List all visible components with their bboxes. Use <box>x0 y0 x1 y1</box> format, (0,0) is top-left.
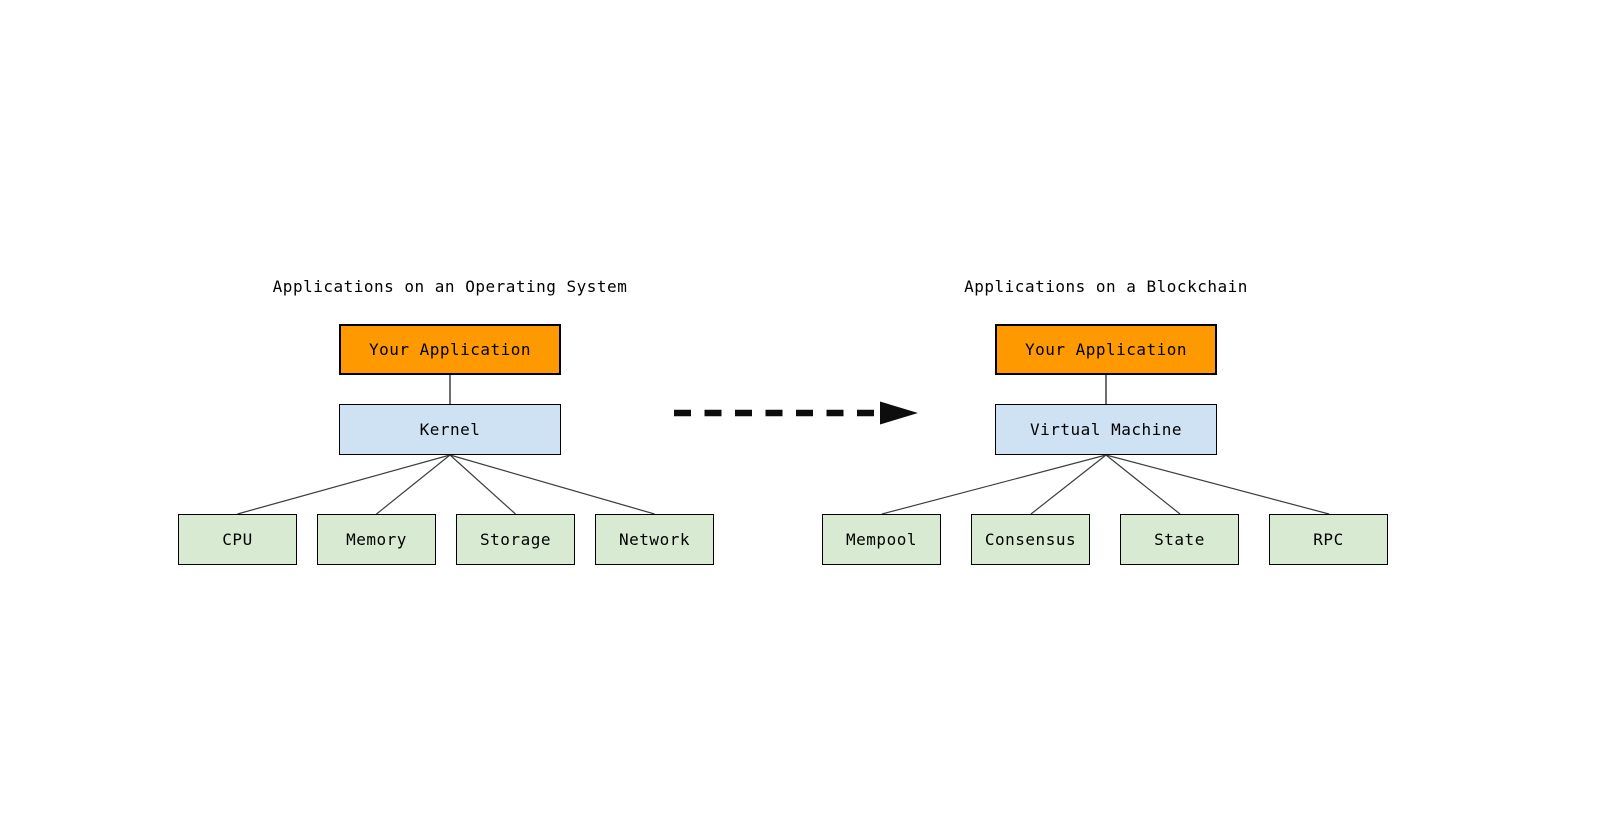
leaf-box-memory: Memory <box>317 514 436 565</box>
right-your-application-box: Your Application <box>995 324 1217 375</box>
kernel-box: Kernel <box>339 404 561 455</box>
leaf-box-state: State <box>1120 514 1239 565</box>
left-diagram-title: Applications on an Operating System <box>272 277 628 296</box>
left-your-application-box: Your Application <box>339 324 561 375</box>
leaf-box-cpu: CPU <box>178 514 297 565</box>
left-fan-line-memory <box>376 454 451 515</box>
leaf-box-mempool: Mempool <box>822 514 941 565</box>
right-diagram-title: Applications on a Blockchain <box>964 277 1248 296</box>
left-fan-line-storage <box>449 454 516 515</box>
left-fan-line-network <box>449 454 655 515</box>
leaf-box-storage: Storage <box>456 514 575 565</box>
leaf-box-rpc: RPC <box>1269 514 1388 565</box>
leaf-box-consensus: Consensus <box>971 514 1090 565</box>
right-fan-line-consensus <box>1030 454 1107 515</box>
right-fan-line-mempool <box>881 454 1107 515</box>
leaf-box-network: Network <box>595 514 714 565</box>
right-fan-line-rpc <box>1105 454 1330 515</box>
transformation-arrow-head <box>880 401 918 425</box>
transformation-arrow <box>674 401 918 425</box>
virtual-machine-box: Virtual Machine <box>995 404 1217 455</box>
right-fan-line-state <box>1105 454 1181 515</box>
left-fan-line-cpu <box>237 454 451 515</box>
